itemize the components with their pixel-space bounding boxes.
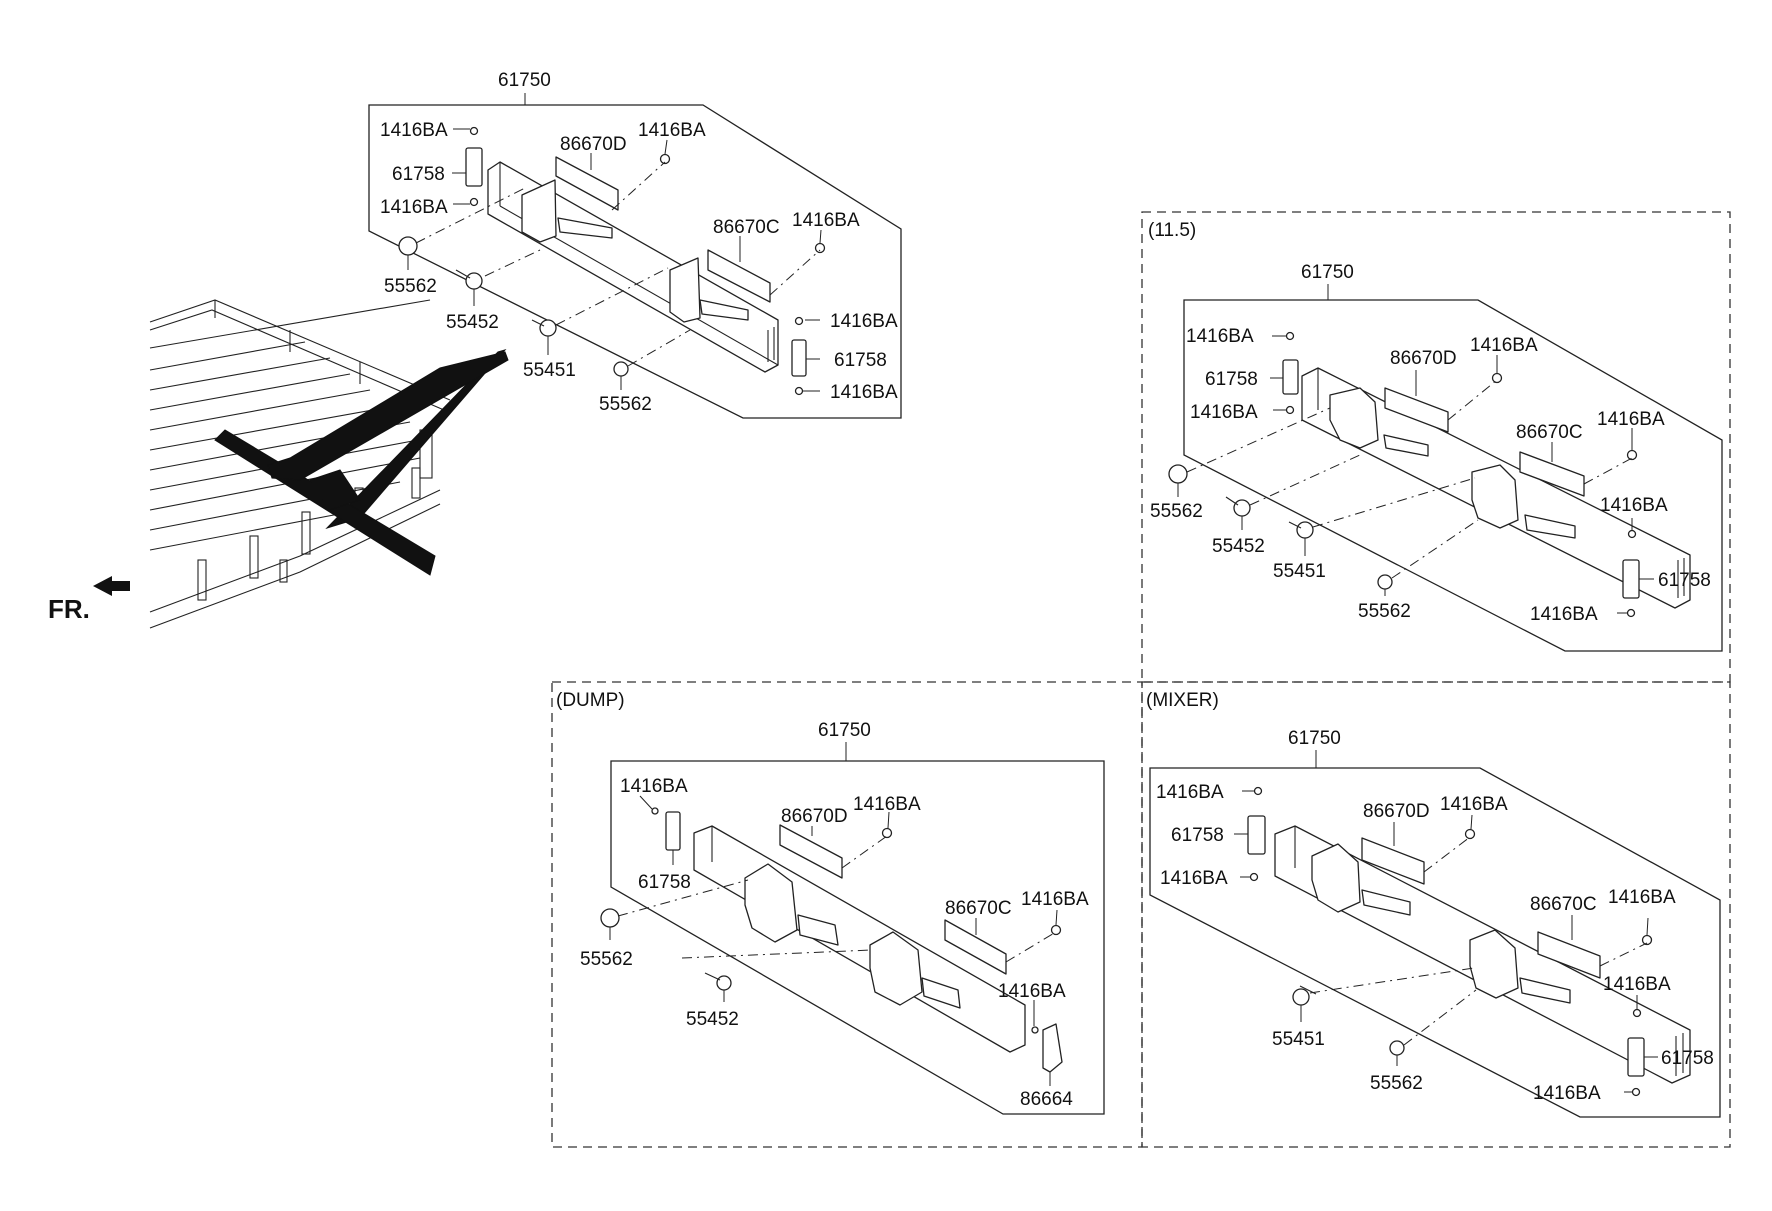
part-label-1416ba: 1416BA xyxy=(1156,782,1224,803)
part-label-61750: 61750 xyxy=(1301,262,1354,283)
truck-bed-overview: FR. xyxy=(48,299,509,629)
part-label-61758: 61758 xyxy=(834,350,887,371)
main-assembly-group: 61750 xyxy=(368,70,902,419)
section-dump-frame xyxy=(551,681,1143,1148)
part-label-1416ba: 1416BA xyxy=(620,776,688,797)
leaders xyxy=(1177,335,1654,614)
part-label-1416ba: 1416BA xyxy=(1533,1083,1601,1104)
assembly-frame xyxy=(1149,767,1721,1118)
part-label-1416ba: 1416BA xyxy=(1530,604,1598,625)
part-label-86670d: 86670D xyxy=(1363,801,1430,822)
part-label-61750: 61750 xyxy=(818,720,871,741)
leaders xyxy=(407,128,822,392)
part-label-61758: 61758 xyxy=(392,164,445,185)
section-title-115: (11.5) xyxy=(1148,220,1196,241)
part-label-55562: 55562 xyxy=(1358,601,1411,622)
part-label-1416ba: 1416BA xyxy=(1600,495,1668,516)
assembly-frame xyxy=(368,104,902,419)
part-label-61758: 61758 xyxy=(1171,825,1224,846)
assembly-frame xyxy=(610,760,1105,1115)
part-label-55562: 55562 xyxy=(1370,1073,1423,1094)
part-label-1416ba: 1416BA xyxy=(853,794,921,815)
part-label-61750: 61750 xyxy=(1288,728,1341,749)
part-label-1416ba: 1416BA xyxy=(1021,889,1089,910)
front-label: FR. xyxy=(48,594,90,624)
hardware xyxy=(398,126,826,396)
part-label-55452: 55452 xyxy=(686,1009,739,1030)
crossmember xyxy=(1274,825,1691,1084)
part-label-55452: 55452 xyxy=(446,312,499,333)
plates xyxy=(1361,837,1601,979)
part-label-1416ba: 1416BA xyxy=(1160,868,1228,889)
part-label-55562: 55562 xyxy=(384,276,437,297)
hardware xyxy=(1168,331,1640,618)
part-label-61758: 61758 xyxy=(1205,369,1258,390)
part-label-55562: 55562 xyxy=(1150,501,1203,522)
part-label-1416ba: 1416BA xyxy=(380,120,448,141)
part-label-1416ba: 1416BA xyxy=(380,197,448,218)
part-label-1416ba: 1416BA xyxy=(1440,794,1508,815)
part-label-86670c: 86670C xyxy=(1516,422,1583,443)
part-label-1416ba: 1416BA xyxy=(1470,335,1538,356)
leaders xyxy=(609,795,1058,1086)
section-115-group: 61750 xyxy=(1150,262,1723,652)
part-label-55451: 55451 xyxy=(1272,1029,1325,1050)
dash-lines xyxy=(1186,379,1633,579)
part-label-1416ba: 1416BA xyxy=(1186,326,1254,347)
part-label-1416ba: 1416BA xyxy=(638,120,706,141)
part-label-61758: 61758 xyxy=(638,872,691,893)
part-label-86670d: 86670D xyxy=(560,134,627,155)
section-mixer-frame xyxy=(1141,681,1731,1148)
part-label-86664: 86664 xyxy=(1020,1089,1073,1110)
part-label-1416ba: 1416BA xyxy=(830,311,898,332)
part-label-61750: 61750 xyxy=(498,70,551,91)
crossmember xyxy=(1301,367,1691,609)
part-label-86670c: 86670C xyxy=(713,217,780,238)
front-arrow-icon xyxy=(93,576,130,596)
part-label-1416ba: 1416BA xyxy=(1190,402,1258,423)
crossmember xyxy=(693,825,1063,1073)
part-label-1416ba: 1416BA xyxy=(1603,974,1671,995)
dash-lines xyxy=(415,161,821,367)
section-dump-group: 61750 xyxy=(580,720,1105,1115)
plates xyxy=(779,824,1007,975)
labels: 1416BA 61758 1416BA 86670D 1416BA 86670C… xyxy=(1156,782,1714,1104)
leaders xyxy=(1234,790,1658,1093)
plates xyxy=(1384,387,1585,497)
part-label-55452: 55452 xyxy=(1212,536,1265,557)
section-title-mixer: (MIXER) xyxy=(1146,690,1219,711)
part-label-61758: 61758 xyxy=(1661,1048,1714,1069)
assembly-frame xyxy=(1183,299,1723,652)
part-label-1416ba: 1416BA xyxy=(792,210,860,231)
dash-lines xyxy=(617,835,1057,963)
part-label-1416ba: 1416BA xyxy=(830,382,898,403)
part-label-86670d: 86670D xyxy=(781,806,848,827)
part-label-86670c: 86670C xyxy=(1530,894,1597,915)
section-mixer-group: 61750 xyxy=(1149,728,1721,1118)
labels: 1416BA 61758 1416BA 86670D 1416BA 86670C… xyxy=(380,120,898,415)
part-label-86670d: 86670D xyxy=(1390,348,1457,369)
dash-lines xyxy=(1309,836,1648,1046)
part-label-1416ba: 1416BA xyxy=(1597,409,1665,430)
labels: 1416BA 61758 1416BA 86670D 1416BA 86670C… xyxy=(1150,326,1711,625)
part-label-1416ba: 1416BA xyxy=(998,981,1066,1002)
crossmember xyxy=(487,161,779,373)
part-label-86670c: 86670C xyxy=(945,898,1012,919)
part-label-55562: 55562 xyxy=(599,394,652,415)
part-label-55451: 55451 xyxy=(1273,561,1326,582)
part-label-1416ba: 1416BA xyxy=(1608,887,1676,908)
part-label-61758: 61758 xyxy=(1658,570,1711,591)
labels: 1416BA 61758 86670D 1416BA 86670C 1416BA… xyxy=(580,776,1089,1110)
hardware xyxy=(600,807,1062,1034)
part-label-55562: 55562 xyxy=(580,949,633,970)
hardware xyxy=(1247,786,1653,1097)
section-title-dump: (DUMP) xyxy=(556,690,625,711)
part-label-55451: 55451 xyxy=(523,360,576,381)
plates xyxy=(555,156,771,303)
